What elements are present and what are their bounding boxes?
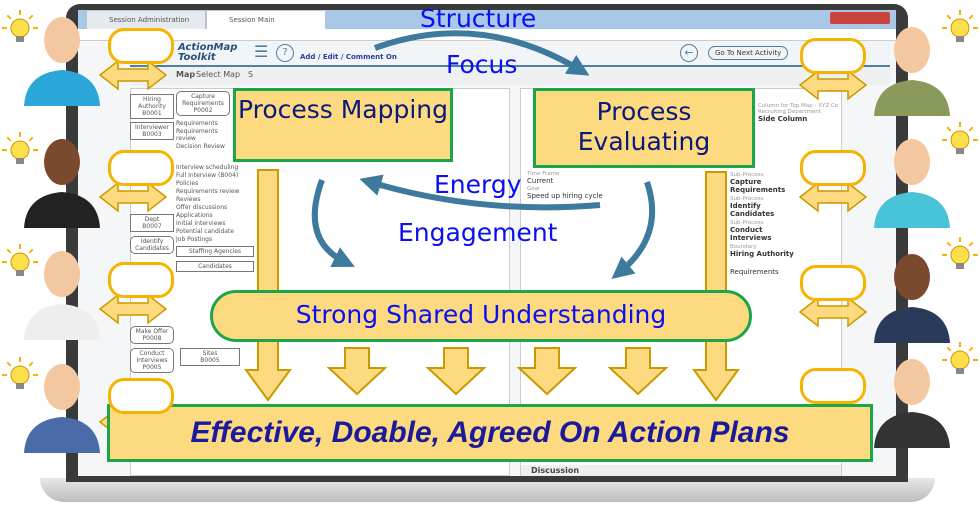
map-box[interactable]: Staffing Agencies bbox=[176, 246, 254, 257]
add-edit-link[interactable]: Add / Edit / Comment On bbox=[300, 53, 397, 61]
lightbulb-icon bbox=[2, 10, 38, 42]
discussion-section[interactable]: Discussion bbox=[521, 465, 841, 476]
lightbulb-icon bbox=[942, 342, 978, 374]
map-box[interactable]: Identify Candidates bbox=[130, 236, 174, 254]
list-item[interactable]: Column for Top Map - XYZ Co Recruiting D… bbox=[758, 103, 839, 123]
lightbulb-icon bbox=[942, 10, 978, 42]
speech-bubble bbox=[800, 38, 866, 74]
speech-bubble bbox=[800, 265, 866, 301]
lightbulb-icon bbox=[942, 237, 978, 269]
keyword-structure: Structure bbox=[420, 4, 537, 33]
list-item[interactable]: Requirements bbox=[730, 268, 779, 276]
lightbulb-icon bbox=[2, 357, 38, 389]
toolbar: Map Select Map S bbox=[130, 67, 890, 85]
lightbulb-icon bbox=[2, 244, 38, 276]
tab-session-main[interactable]: Session Main bbox=[206, 10, 326, 29]
help-icon[interactable]: ? bbox=[276, 44, 294, 62]
flow-label: Requirements review bbox=[176, 128, 218, 142]
speech-bubble bbox=[108, 28, 174, 64]
keyword-focus: Focus bbox=[446, 50, 518, 79]
flow-label: Initial interviews bbox=[176, 220, 226, 227]
flow-label: Interview scheduling bbox=[176, 164, 239, 171]
flow-label: Applications bbox=[176, 212, 213, 219]
browser-tab-bar: Session Administration Session Main bbox=[78, 10, 896, 29]
lightbulb-icon bbox=[2, 132, 38, 164]
toolbar-item[interactable]: S bbox=[248, 70, 254, 79]
keyword-engagement: Engagement bbox=[398, 218, 558, 247]
tab-session-administration[interactable]: Session Administration bbox=[86, 10, 206, 29]
tab-label: Session Main bbox=[229, 16, 275, 24]
lightbulb-icon bbox=[942, 122, 978, 154]
shared-understanding-pill: Strong Shared Understanding bbox=[210, 290, 752, 342]
flow-label: Reviews bbox=[176, 196, 201, 203]
process-evaluating-box: Process Evaluating bbox=[533, 88, 755, 168]
flow-label: Full Interview (B004) bbox=[176, 172, 239, 179]
action-plans-bar: Effective, Doable, Agreed On Action Plan… bbox=[107, 404, 873, 462]
speech-bubble bbox=[800, 368, 866, 404]
map-label: Map bbox=[176, 70, 196, 79]
menu-icon[interactable]: ☰ bbox=[254, 42, 269, 61]
flow-label: Offer discussions bbox=[176, 204, 228, 211]
back-arrow-icon[interactable]: ← bbox=[680, 44, 698, 62]
tab-label: Session Administration bbox=[109, 16, 190, 24]
speech-bubble bbox=[108, 378, 174, 414]
flow-label: Potential candidate bbox=[176, 228, 234, 235]
laptop-base bbox=[40, 478, 935, 502]
flow-label: Requirements review bbox=[176, 188, 240, 195]
process-mapping-box: Process Mapping bbox=[233, 88, 453, 162]
speech-bubble bbox=[108, 262, 174, 298]
flow-label: Requirements bbox=[176, 120, 218, 127]
map-box[interactable]: Candidates bbox=[176, 261, 254, 272]
next-activity-button[interactable]: Go To Next Activity bbox=[708, 46, 789, 60]
select-map-button[interactable]: Select Map bbox=[196, 70, 241, 79]
flow-label: Job Postings bbox=[176, 236, 213, 243]
discussion-label: Discussion bbox=[531, 466, 580, 475]
window-controls[interactable] bbox=[830, 12, 890, 24]
keyword-energy: Energy bbox=[434, 170, 522, 199]
app-logo: ActionMap Toolkit bbox=[178, 42, 238, 63]
speech-bubble bbox=[108, 150, 174, 186]
speech-bubble bbox=[800, 150, 866, 186]
flow-label: Decision Review bbox=[176, 143, 225, 150]
flow-label: Policies bbox=[176, 180, 199, 187]
